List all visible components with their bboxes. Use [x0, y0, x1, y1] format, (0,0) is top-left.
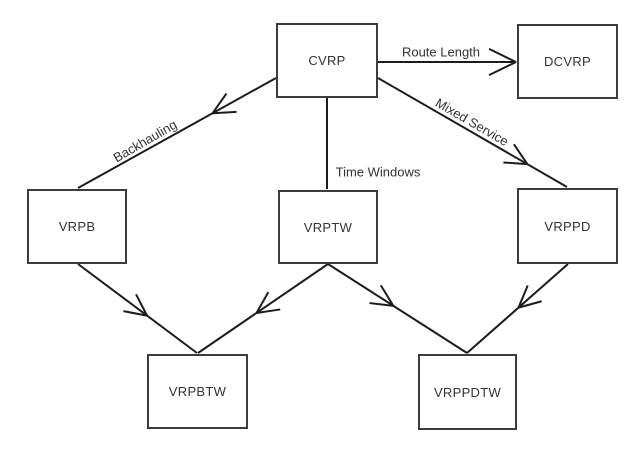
node-vrpbtw: VRPBTW	[147, 354, 248, 429]
arrowhead-cvrp-vrpb-barb1	[211, 92, 228, 114]
arrowhead-vrptw-vrpbtw-barb2	[256, 308, 281, 314]
edge-vrppd-vrppdtw	[466, 263, 569, 354]
edge-vrpb-vrpbtw	[77, 263, 198, 354]
arrowhead-vrpb-vrpbtw-barb2	[135, 293, 148, 317]
arrowhead-vrpb-vrpbtw-barb1	[123, 310, 148, 317]
node-label-vrptw: VRPTW	[303, 219, 353, 235]
node-label-vrppdtw: VRPPDTW	[433, 384, 502, 400]
arrowhead-cvrp-vrppd-barb2	[513, 143, 529, 165]
node-vrppd: VRPPD	[517, 188, 618, 264]
node-cvrp: CVRP	[276, 23, 378, 98]
arrowhead-vrptw-vrppdtw-barb1	[369, 302, 394, 307]
node-vrpb: VRPB	[27, 189, 127, 264]
node-label-vrpb: VRPB	[58, 219, 96, 234]
node-dcvrp: DCVRP	[517, 24, 618, 99]
edge-label-cvrp-vrptw: Time Windows	[335, 164, 421, 180]
node-label-vrppd: VRPPD	[544, 218, 591, 234]
edge-cvrp-vrppd	[377, 77, 568, 188]
arrowhead-vrppd-vrppdtw-barb2	[518, 300, 542, 309]
node-label-cvrp: CVRP	[308, 53, 346, 68]
arrowhead-cvrp-dcvrp-barb2	[488, 47, 517, 63]
arrowhead-cvrp-vrppd-barb1	[503, 161, 528, 166]
arrowhead-cvrp-dcvrp-barb1	[488, 61, 517, 77]
edge-vrptw-vrppdtw	[327, 263, 468, 354]
arrowhead-cvrp-vrpb-barb2	[212, 110, 237, 115]
node-vrptw: VRPTW	[278, 190, 378, 264]
edge-vrptw-vrpbtw	[197, 263, 329, 354]
arrowhead-vrptw-vrpbtw-barb1	[255, 291, 270, 314]
edge-cvrp-vrpb	[77, 77, 277, 189]
edge-label-cvrp-dcvrp: Route Length	[401, 44, 481, 60]
arrowhead-vrppd-vrppdtw-barb1	[517, 285, 529, 308]
node-vrppdtw: VRPPDTW	[418, 354, 517, 430]
arrowhead-vrptw-vrppdtw-barb2	[379, 284, 395, 307]
node-label-vrpbtw: VRPBTW	[168, 384, 227, 399]
node-label-dcvrp: DCVRP	[543, 54, 591, 69]
